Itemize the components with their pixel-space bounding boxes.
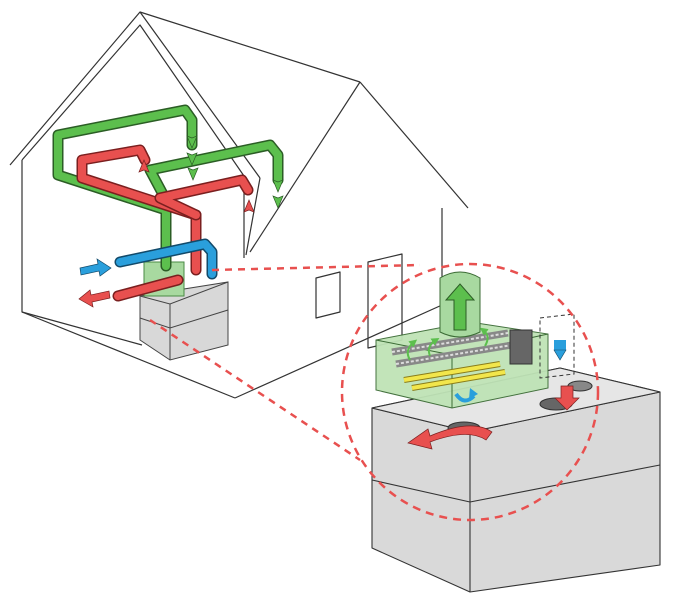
zoom-connectors	[149, 263, 421, 462]
heat-exchanger	[375, 321, 549, 409]
detail-arrows	[406, 327, 580, 450]
extract-duct-network	[76, 144, 254, 302]
supply-outlet	[439, 271, 481, 338]
zoom-circle	[340, 262, 600, 522]
outdoor-air-duct	[114, 238, 218, 280]
duct-arrows	[78, 135, 284, 308]
extract-inlet	[539, 313, 575, 379]
detail-ventilation-unit	[371, 367, 661, 593]
